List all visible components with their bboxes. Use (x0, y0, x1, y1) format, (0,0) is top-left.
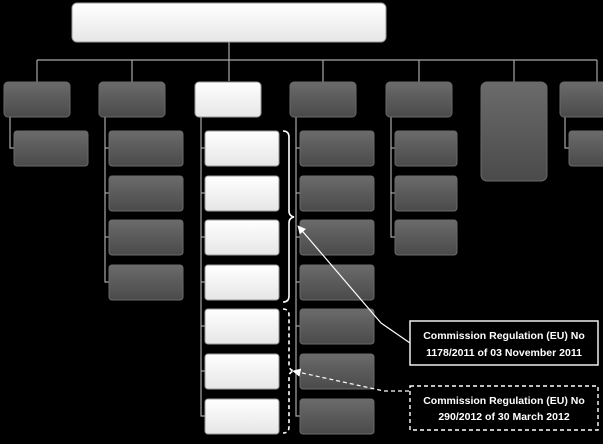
header-node (98, 81, 166, 118)
arrow-solid (297, 225, 382, 324)
arrow-dashed (292, 368, 409, 392)
child-node (299, 130, 375, 167)
child-node (394, 175, 458, 212)
callout-line1: Commission Regulation (EU) No (423, 395, 585, 407)
child-node (394, 219, 458, 256)
connector-col1 (9, 117, 14, 149)
child-node (299, 398, 375, 435)
connector-col7 (564, 117, 569, 149)
child-nodes (13, 130, 603, 435)
top-node (71, 2, 387, 43)
child-node-highlighted (204, 264, 280, 301)
child-node (108, 264, 184, 301)
child-node (568, 130, 603, 167)
child-node (299, 353, 375, 390)
callout-regulation-290: Commission Regulation (EU) No 290/2012 o… (409, 385, 599, 431)
header-node (3, 81, 71, 118)
child-node-highlighted (204, 308, 280, 345)
child-node (108, 175, 184, 212)
header-node (289, 81, 357, 118)
connector-col3 (200, 117, 205, 417)
connector-col2 (104, 117, 109, 283)
header-node-highlighted (194, 81, 262, 118)
callout-line2: 1178/2011 of 03 November 2011 (426, 347, 582, 359)
child-node (299, 219, 375, 256)
child-node-highlighted (204, 398, 280, 435)
child-node (299, 264, 375, 301)
child-node-highlighted (204, 175, 280, 212)
callout-line1: Commission Regulation (EU) No (423, 330, 585, 342)
callout-leader (380, 322, 411, 344)
child-node (394, 130, 458, 167)
level-1-nodes (3, 81, 603, 182)
child-node-highlighted (204, 353, 280, 390)
child-node (299, 308, 375, 345)
child-node (13, 130, 89, 167)
connector-col4 (295, 117, 300, 417)
child-node-highlighted (204, 219, 280, 256)
connector-col5 (390, 117, 395, 238)
header-node (559, 81, 603, 118)
callout-line2: 290/2012 of 30 March 2012 (438, 411, 569, 423)
callout-box (409, 385, 599, 431)
callout-box (409, 320, 599, 366)
child-node-highlighted (204, 130, 280, 167)
child-node (108, 130, 184, 167)
child-node (108, 219, 184, 256)
bracket-dashed (282, 308, 295, 434)
header-node-tall (480, 81, 548, 182)
callout-regulation-1178: Commission Regulation (EU) No 1178/2011 … (380, 320, 599, 366)
child-node (299, 175, 375, 212)
bracket-solid (282, 130, 295, 303)
header-node (385, 81, 453, 118)
connectors (9, 42, 598, 417)
